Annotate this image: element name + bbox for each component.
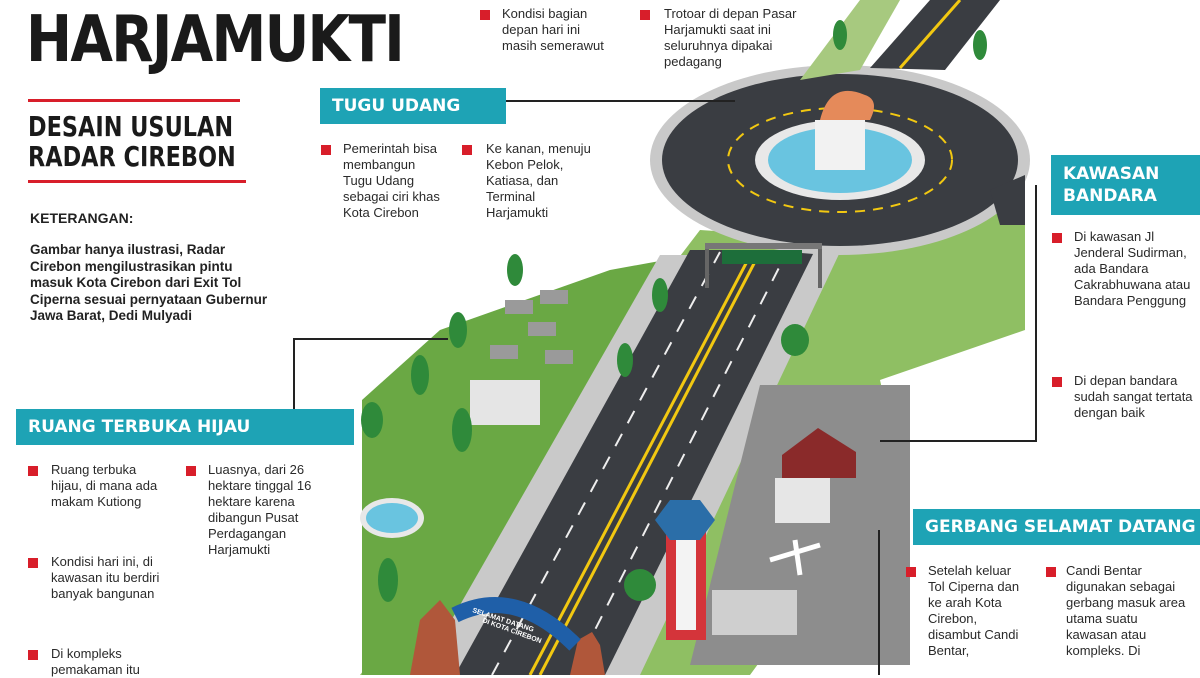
gerbang-note: Setelah keluar Tol Ciperna dan ke arah K… — [928, 563, 1020, 658]
grave — [490, 345, 518, 359]
rth-note: Kondisi hari ini, di kawasan itu berdiri… — [51, 554, 160, 601]
top-note: Kondisi bagian depan hari ini masih seme… — [502, 6, 604, 53]
label-line: BANDARA — [1063, 186, 1157, 206]
sign-pole — [818, 243, 822, 288]
right-sidewalk — [600, 250, 840, 675]
bullet-square — [1046, 567, 1056, 577]
pool-water — [366, 503, 418, 533]
page-subtitle: DESAIN USULAN RADAR CIREBON — [28, 112, 236, 172]
lane-line — [898, 0, 962, 69]
title-divider — [28, 99, 240, 102]
candi-bentar-right — [570, 632, 605, 675]
bullet-square — [1052, 377, 1062, 387]
subtitle-line: DESAIN USULAN — [28, 110, 234, 143]
shrimp-statue — [820, 90, 874, 120]
rth-note: Ruang terbuka hijau, di mana ada makam K… — [51, 462, 158, 509]
bandara-note: Di kawasan Jl Jenderal Sudirman, ada Ban… — [1074, 229, 1191, 308]
connector-rth — [293, 338, 448, 340]
connector-tugu — [505, 100, 735, 102]
airplane — [769, 539, 821, 576]
tower-cab — [655, 500, 715, 540]
label-tugu-udang: TUGU UDANG — [320, 88, 506, 124]
candi-bentar-left — [410, 600, 460, 675]
grave — [540, 290, 568, 304]
statue-pedestal — [815, 120, 865, 170]
bullet-square — [28, 558, 38, 568]
label-gerbang: GERBANG SELAMAT DATANG — [913, 509, 1200, 545]
sign-pole — [705, 243, 709, 288]
hangar — [712, 590, 797, 635]
bullet-square — [186, 466, 196, 476]
bullet-square — [640, 10, 650, 20]
connector-bandara — [1035, 185, 1037, 440]
bullet-square — [321, 145, 331, 155]
connector-rth — [293, 338, 295, 410]
gerbang-note: Candi Bentar digunakan sebagai gerbang m… — [1066, 563, 1186, 658]
lane-dash — [571, 251, 788, 675]
bullet-square — [28, 650, 38, 660]
tugu-note: Pemerintah bisa membangun Tugu Udang seb… — [343, 141, 440, 220]
bullet-square — [480, 10, 490, 20]
rth-note: Luasnya, dari 26 hektare tinggal 16 hekt… — [208, 462, 312, 557]
lane-line — [528, 251, 754, 675]
lane-line — [538, 251, 762, 675]
upper-road — [870, 0, 1000, 70]
tugu-note: Ke kanan, menuju Kebon Pelok, Katiasa, d… — [486, 141, 591, 220]
bullet-square — [28, 466, 38, 476]
top-note: Trotoar di depan Pasar Harjamukti saat i… — [664, 6, 797, 69]
grave — [545, 350, 573, 364]
bullet-square — [1052, 233, 1062, 243]
terminal-roof — [782, 428, 856, 478]
rth-note: Di kompleks pemakaman itu — [51, 646, 140, 677]
subtitle-divider — [28, 180, 246, 183]
right-road — [990, 175, 1025, 225]
main-road — [455, 250, 815, 675]
grave — [528, 322, 556, 336]
road-sign — [722, 250, 802, 264]
control-tower-stripe — [676, 540, 696, 630]
connector-bandara — [880, 440, 1037, 442]
subtitle-line: RADAR CIREBON — [28, 140, 236, 173]
keterangan-heading: KETERANGAN: — [30, 210, 134, 226]
welcome-arch — [451, 597, 581, 651]
page-title: HARJAMUKTI — [26, 3, 405, 77]
grave — [505, 300, 533, 314]
keterangan-text: Gambar hanya ilustrasi, Radar Cirebon me… — [30, 242, 268, 323]
connector-gerbang — [878, 530, 880, 675]
upper-verge — [800, 0, 900, 80]
terminal-building — [775, 478, 830, 523]
bullet-square — [462, 145, 472, 155]
trees — [361, 20, 987, 602]
bullet-square — [906, 567, 916, 577]
sign-beam — [705, 243, 822, 249]
label-rth: RUANG TERBUKA HIJAU — [16, 409, 354, 445]
park-building — [470, 380, 540, 425]
label-kawasan-bandara: KAWASAN BANDARA — [1051, 155, 1200, 215]
label-line: KAWASAN — [1063, 164, 1160, 184]
bandara-note: Di depan bandara sudah sangat tertata de… — [1074, 373, 1193, 420]
